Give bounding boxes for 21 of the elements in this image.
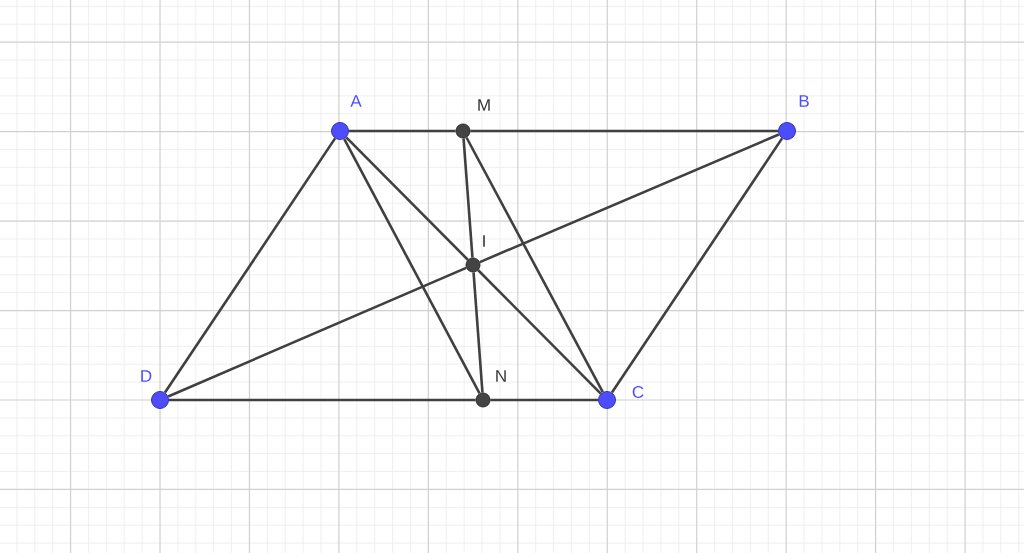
line-segment: [470, 129, 779, 133]
point-label: B: [799, 95, 809, 107]
line-segment: [348, 129, 456, 133]
point-label: D: [141, 370, 152, 382]
line-segment: [610, 137, 784, 394]
line-segment: [465, 136, 604, 393]
line-segment: [462, 138, 474, 258]
line-segment: [343, 138, 481, 395]
line-segment: [479, 133, 780, 264]
line-segment: [167, 266, 467, 398]
line-segment: [163, 137, 337, 394]
line-segment: [490, 398, 599, 402]
line-segment: [345, 136, 469, 261]
point-label: N: [496, 370, 506, 382]
point-label: A: [350, 95, 362, 107]
line-segment: [472, 272, 484, 393]
line-segment: [168, 398, 476, 402]
point-label: M: [478, 99, 490, 111]
point-label: C: [632, 385, 644, 398]
line-segment: [477, 269, 602, 395]
point-label: I: [483, 235, 485, 247]
